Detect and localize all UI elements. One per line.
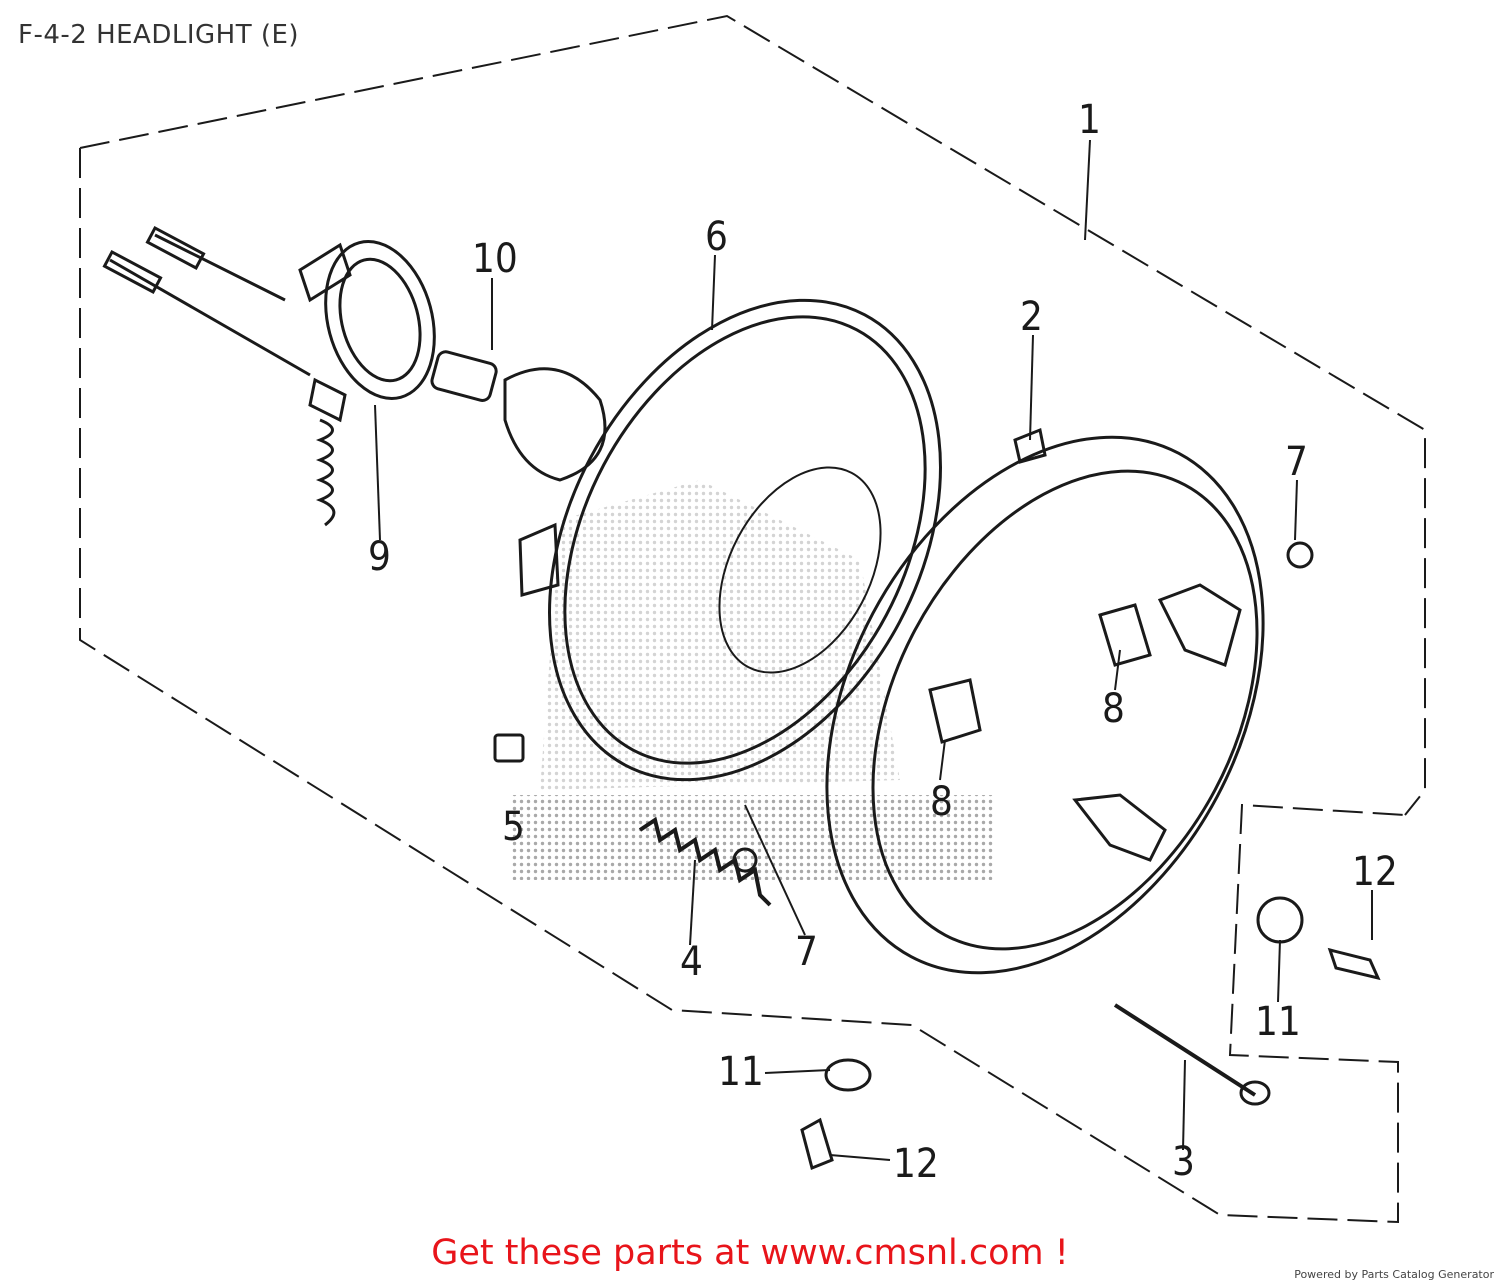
callout-12-bottom: 12 — [893, 1141, 939, 1187]
bulb-part-10 — [430, 350, 607, 482]
callout-9: 9 — [368, 534, 391, 580]
powered-by-footer: Powered by Parts Catalog Generator — [1294, 1268, 1494, 1281]
socket-assembly-part-9 — [102, 225, 436, 527]
assembly-boundary — [79, 14, 1426, 1224]
bolt-parts-12 — [800, 947, 1381, 1171]
page-title: F-4-2 HEADLIGHT (E) — [18, 20, 300, 50]
callout-11-bottom: 11 — [718, 1049, 764, 1095]
callout-8-right: 8 — [1102, 686, 1125, 732]
callout-6: 6 — [705, 214, 728, 260]
cta-link[interactable]: Get these parts at www.cmsnl.com ! — [431, 1233, 1069, 1273]
callout-labels: 1 2 3 4 5 6 7 7 7 8 8 9 10 11 11 12 12 — [368, 97, 1398, 1187]
callout-8-center: 8 — [930, 779, 953, 825]
callout-7-center: 7 — [795, 929, 818, 975]
watermark-logo — [510, 480, 995, 880]
headlight-unit-part-6 — [518, 298, 942, 782]
callout-7-upper: 7 — [1285, 439, 1308, 485]
callout-2: 2 — [1020, 294, 1043, 340]
callout-4: 4 — [680, 939, 703, 985]
nut-part-5 — [493, 733, 525, 763]
rim-part-2 — [825, 427, 1265, 975]
callout-11-right: 11 — [1255, 999, 1301, 1045]
callout-12-right: 12 — [1352, 849, 1398, 895]
spring-part-4 — [638, 816, 772, 907]
clip-parts-8 — [928, 603, 1152, 744]
long-screw-part-3 — [1113, 1003, 1257, 1097]
grommet-parts-11 — [824, 896, 1304, 1092]
leader-lines — [374, 139, 1373, 1161]
callout-3: 3 — [1172, 1139, 1195, 1185]
long-screw-head — [1239, 1080, 1271, 1106]
callout-5: 5 — [502, 804, 525, 850]
callout-1: 1 — [1078, 97, 1101, 143]
callout-10: 10 — [472, 236, 518, 282]
